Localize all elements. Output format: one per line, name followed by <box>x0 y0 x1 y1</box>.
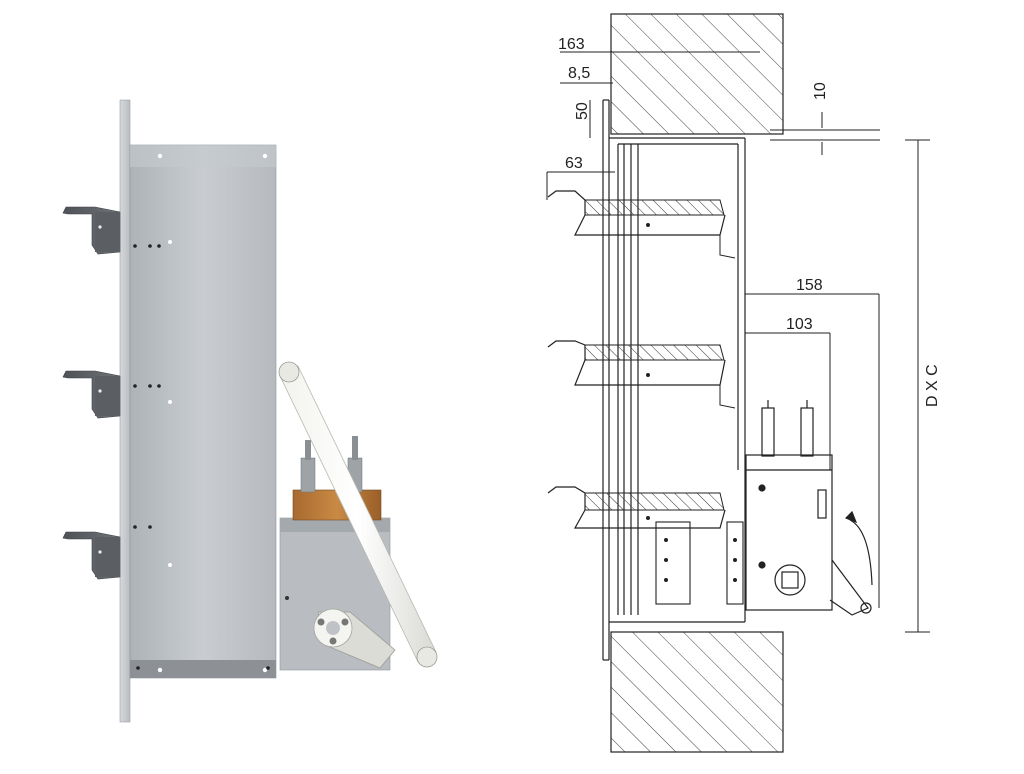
actuator-drawing <box>745 400 873 616</box>
dim-8-5: 8,5 <box>568 65 590 82</box>
wall-top <box>610 13 784 135</box>
technical-drawing: 163 8,5 50 63 10 158 103 D X C <box>546 13 941 753</box>
body-panel <box>129 144 277 679</box>
bottom-rail <box>130 660 276 678</box>
front-flange <box>119 99 131 723</box>
panel-screws <box>133 244 270 670</box>
bottom-plate <box>655 521 744 605</box>
dim-158: 158 <box>796 277 823 294</box>
dim-163: 163 <box>558 36 585 53</box>
dim-50: 50 <box>574 102 591 120</box>
damper-render <box>62 99 438 723</box>
linkage-arm <box>278 361 438 668</box>
dim-dxc: D X C <box>924 364 941 407</box>
blade-1 <box>547 190 736 259</box>
dim-10: 10 <box>812 82 829 100</box>
dimension-lines <box>546 51 930 633</box>
blade-3 <box>547 486 726 529</box>
flange-section <box>602 99 746 661</box>
panel-holes <box>157 153 268 673</box>
blade-bracket-2 <box>62 370 121 419</box>
dim-63: 63 <box>565 155 583 172</box>
wall-bottom <box>610 631 784 753</box>
connector-left <box>300 457 316 493</box>
blade-bracket-1 <box>62 206 121 255</box>
crank-lever <box>313 608 396 669</box>
blade-bracket-3 <box>62 531 121 580</box>
dim-103: 103 <box>786 316 813 333</box>
blade-2 <box>547 340 736 409</box>
